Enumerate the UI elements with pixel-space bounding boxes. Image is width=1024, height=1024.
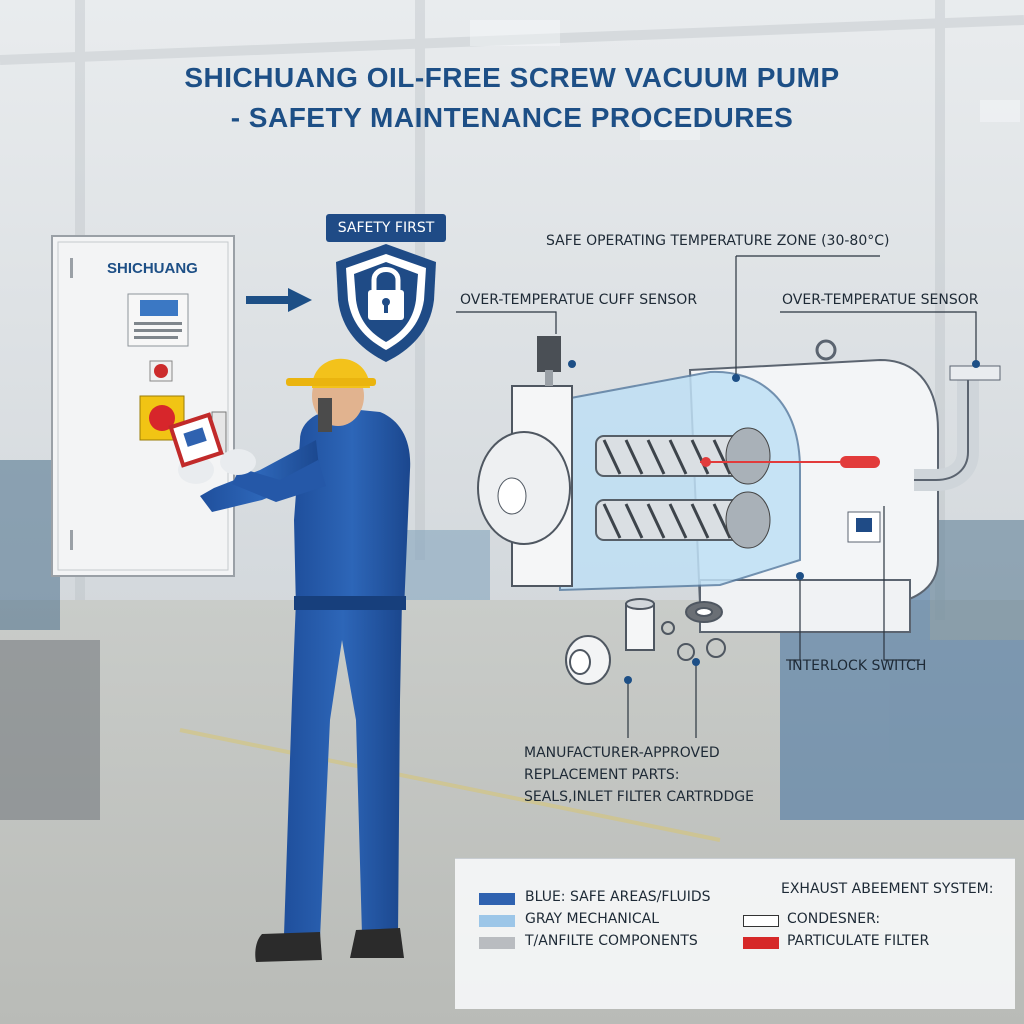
panel-brand-label: SHICHUANG [107, 260, 198, 277]
legend-swatch-condenser [743, 915, 779, 927]
legend-item-condenser: CONDESNER: [787, 911, 881, 927]
padlock-shield-icon [336, 244, 436, 362]
parts-line-3: SEALS,INLET FILTER CARTRDDGE [524, 789, 754, 805]
legend-swatch-components [479, 937, 515, 949]
callout-cuff-sensor: OVER-TEMPERATUE CUFF SENSOR [460, 292, 698, 308]
callout-temp-sensor: OVER-TEMPERATUE SENSOR [782, 292, 979, 308]
legend-panel: BLUE: SAFE AREAS/FLUIDS GRAY MECHANICAL … [455, 858, 1015, 1009]
control-panel [51, 235, 235, 577]
legend-swatch-gray [479, 915, 515, 927]
legend-item-components: T/ANFILTE COMPONENTS [525, 933, 698, 949]
legend-exhaust-title: EXHAUST ABEEMENT SYSTEM: [781, 881, 994, 897]
callout-replacement-parts: MANUFACTURER-APPROVED REPLACEMENT PARTS:… [524, 742, 754, 808]
legend-swatch-particulate [743, 937, 779, 949]
callout-temperature-zone: SAFE OPERATING TEMPERATURE ZONE (30-80°C… [546, 233, 890, 249]
parts-line-2: REPLACEMENT PARTS: [524, 767, 680, 783]
page-title-line2: - SAFETY MAINTENANCE PROCEDURES [230, 102, 794, 133]
legend-swatch-blue [479, 893, 515, 905]
legend-item-mechanical: GRAY MECHANICAL [525, 911, 660, 927]
legend-item-safe-areas: BLUE: SAFE AREAS/FLUIDS [525, 889, 711, 905]
parts-line-1: MANUFACTURER-APPROVED [524, 745, 720, 761]
page-title-line1: SHICHUANG OIL-FREE SCREW VACUUM PUMP [184, 62, 840, 93]
safety-first-badge: SAFETY FIRST [326, 214, 446, 242]
vacuum-pump [477, 336, 1001, 633]
worker [168, 358, 411, 962]
callout-interlock-switch: INTERLOCK SWITCH [788, 658, 927, 674]
replacement-parts [565, 598, 726, 685]
legend-item-particulate-filter: PARTICULATE FILTER [787, 933, 930, 949]
